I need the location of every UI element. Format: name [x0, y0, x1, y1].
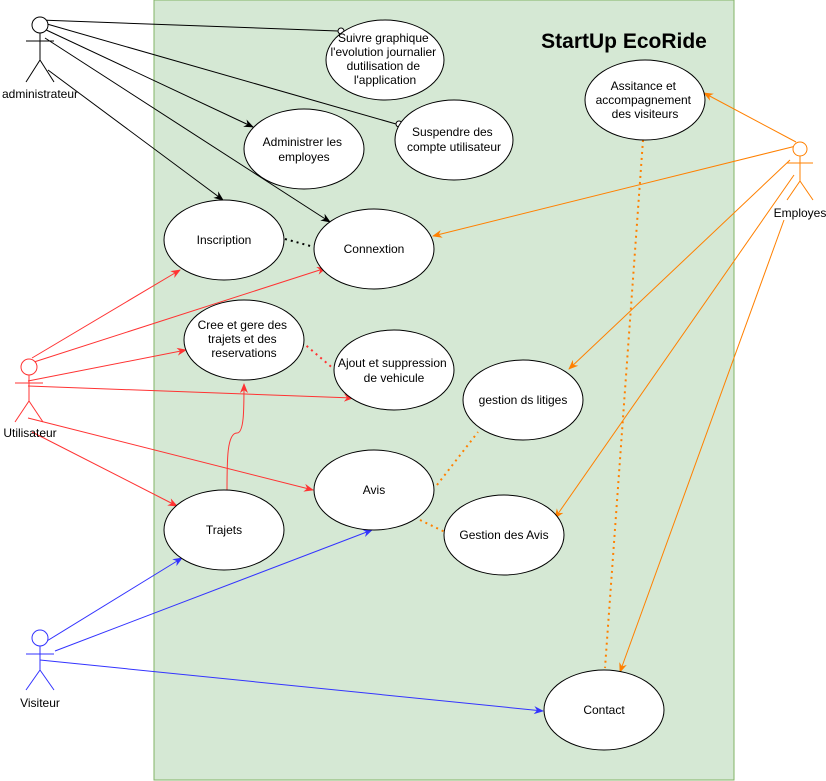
use-case-litiges[interactable]: gestion ds litiges — [462, 359, 584, 441]
actor-user[interactable] — [14, 358, 44, 423]
actor-visitor-head — [31, 629, 49, 647]
edge-employee-gestion-avis — [554, 174, 795, 519]
edge-user-trajets — [31, 431, 178, 507]
uc-label: Assitance et — [611, 79, 677, 93]
svg-text:Connextion: Connextion — [344, 242, 405, 256]
uc-label: accompagnement — [596, 93, 692, 107]
edge-admin-suspendre — [39, 21, 397, 125]
edge-admin-administrer — [41, 27, 254, 128]
uc-label: Trajets — [206, 523, 242, 537]
edge-employee-connexion — [432, 145, 797, 238]
svg-text:gestion ds litiges: gestion ds litiges — [479, 393, 568, 407]
edge-employee-litiges — [568, 159, 791, 370]
uc-label: Administrer les — [263, 135, 342, 149]
use-case-assistance[interactable]: Assitance et accompagnement des visiteur… — [584, 59, 706, 141]
dotted-relations — [284, 139, 644, 669]
uc-label: Contact — [583, 703, 625, 717]
edge-admin-connexion — [44, 37, 331, 223]
uc-label: des visiteurs — [612, 107, 679, 121]
use-case-ajout[interactable]: Ajout et suppression de vehicule — [333, 329, 455, 411]
actor-employee-label: Employes — [774, 206, 826, 220]
uc-label: Suspendre des — [412, 125, 493, 139]
edge-admin-suivre — [39, 19, 339, 32]
uc-label: Gestion des Avis — [459, 528, 548, 542]
uc-label: Cree et gere des — [198, 318, 287, 332]
use-case-gestion-avis[interactable]: Gestion des Avis — [443, 494, 565, 576]
svg-text:Contact: Contact — [583, 703, 625, 717]
edge-visitor-avis — [54, 529, 373, 652]
actor-employee[interactable] — [786, 141, 814, 201]
actor-user-label: Utilisateur — [3, 426, 56, 440]
use-case-trajets[interactable]: Trajets — [163, 489, 285, 571]
dotted-inscription-connexion — [284, 238, 315, 248]
use-case-contact[interactable]: Contact — [543, 669, 665, 751]
use-case-administrer[interactable]: Administrer les employes — [243, 108, 365, 190]
actor-admin-label: administrateur — [2, 87, 78, 101]
actor-visitor[interactable] — [25, 629, 55, 691]
svg-text:Trajets: Trajets — [206, 523, 242, 537]
svg-text:Inscription: Inscription — [197, 233, 252, 247]
user-associations — [27, 266, 354, 507]
use-case-inscription[interactable]: Inscription — [163, 199, 285, 281]
use-case-connexion[interactable]: Connextion — [313, 208, 435, 290]
uc-label: de vehicule — [364, 371, 425, 385]
svg-text:Ajout et suppression de: Ajout et suppression de vehicule — [338, 356, 450, 385]
uc-label: compte utilisateur — [407, 140, 501, 154]
actor-admin-head — [31, 16, 49, 34]
uc-label: reservations — [211, 346, 276, 360]
use-case-cree[interactable]: Cree et gere des trajets et des reservat… — [183, 299, 305, 381]
svg-text:Administrer les employes: Administrer les employes — [263, 135, 346, 164]
use-case-avis[interactable]: Avis — [313, 449, 435, 531]
uc-label: dutilisation de — [347, 59, 421, 73]
edge-trajets-cree — [226, 383, 248, 492]
uc-label: employes — [278, 150, 329, 164]
uc-label: l'application — [354, 73, 416, 87]
uc-label: trajets et des — [208, 332, 277, 346]
edge-user-cree — [27, 347, 187, 382]
actor-admin[interactable] — [25, 16, 55, 83]
svg-text:Avis: Avis — [363, 483, 385, 497]
actor-employee-head — [792, 141, 808, 157]
uc-label: gestion ds litiges — [479, 393, 568, 407]
edge-user-ajout — [27, 385, 354, 402]
uc-label: Ajout et suppression — [338, 356, 447, 370]
edge-visitor-trajets — [41, 557, 183, 645]
use-case-suivre[interactable]: Suivre graphique l'evolution journalier … — [325, 19, 445, 101]
actor-visitor-label: Visiteur — [20, 696, 60, 710]
edge-user-connexion — [33, 266, 327, 363]
use-case-suspendre[interactable]: Suspendre des compte utilisateur — [394, 99, 514, 181]
visitor-associations — [39, 529, 544, 715]
edge-employee-contact — [619, 219, 785, 673]
uc-label: Suivre graphique — [338, 31, 429, 45]
uc-label: Avis — [363, 483, 385, 497]
edge-admin-inscription — [47, 69, 224, 201]
dotted-avis-litiges — [436, 431, 479, 486]
svg-text:Cree et gere des trajets: Cree et gere des trajets et des reservat… — [198, 318, 291, 360]
uc-label: l'evolution journalier — [330, 45, 436, 59]
svg-text:Assitance et accompagnem: Assitance et accompagnement des visiteur… — [596, 79, 695, 121]
uc-label: Connextion — [344, 242, 405, 256]
admin-associations — [39, 19, 403, 223]
edge-employee-assistance — [703, 92, 797, 143]
edge-user-inscription — [31, 269, 181, 359]
dotted-avis-gestion — [419, 519, 446, 533]
svg-text:Suspendre des compte uti: Suspendre des compte utilisateur — [407, 125, 501, 154]
svg-text:Suivre graphique l'evolu: Suivre graphique l'evolution journalier … — [330, 31, 439, 87]
actor-user-head — [20, 358, 38, 376]
system-title: StartUp EcoRide — [541, 30, 707, 53]
uc-label: Inscription — [197, 233, 252, 247]
svg-text:Gestion des Avis: Gestion des Avis — [459, 528, 548, 542]
employee-associations — [432, 92, 797, 673]
dotted-assistance-contact — [604, 139, 644, 669]
dotted-cree-ajout — [301, 341, 336, 371]
edge-visitor-contact — [39, 659, 544, 715]
edge-user-avis — [27, 417, 314, 492]
